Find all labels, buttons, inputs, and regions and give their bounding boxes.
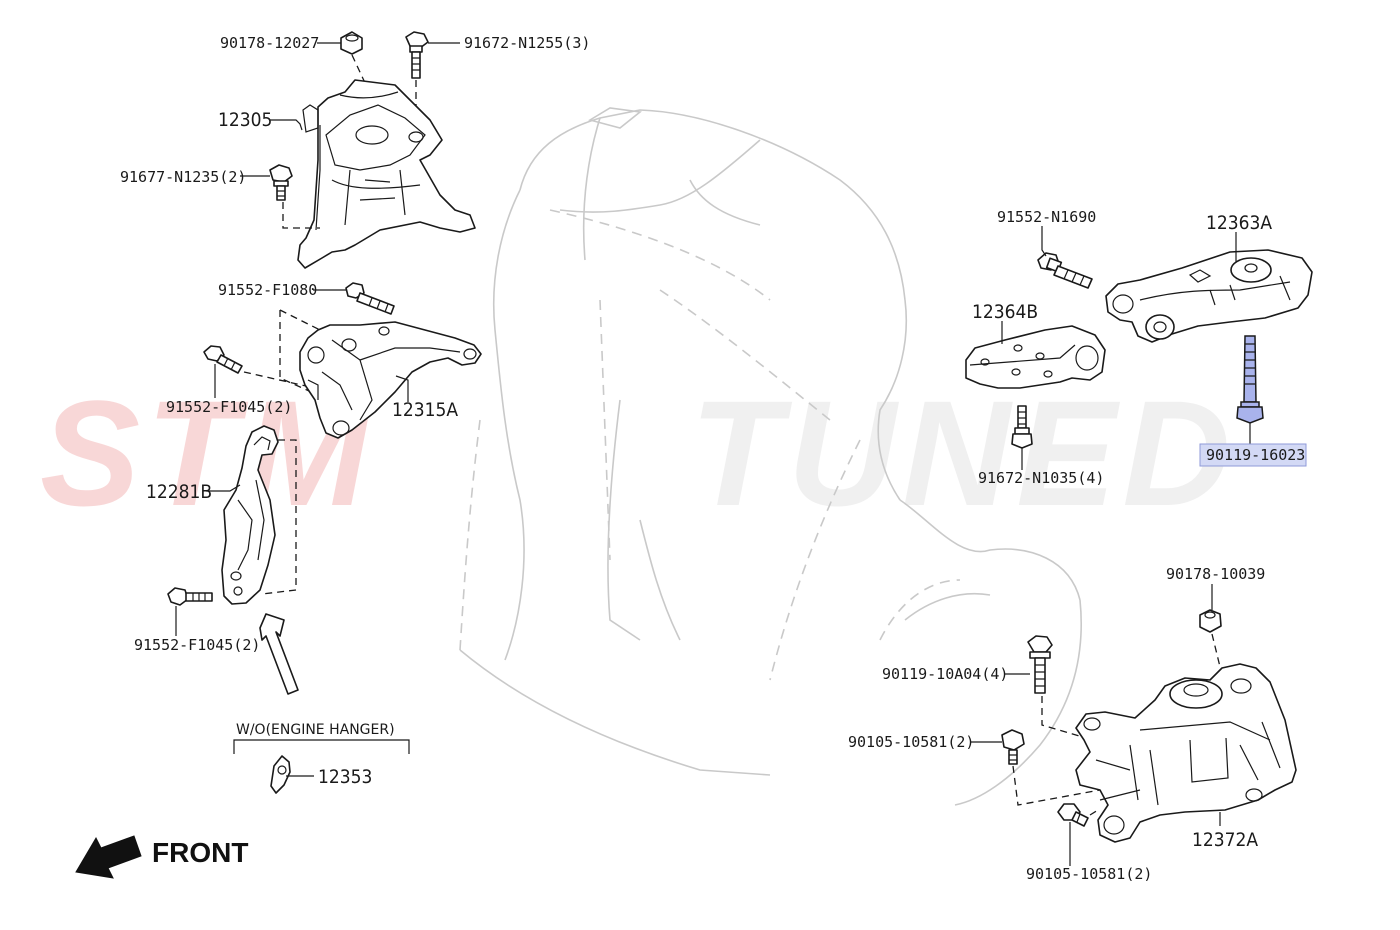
label-91672-N1255: 91672-N1255(3) [464, 34, 590, 52]
bolt-91672-N1255[interactable] [405, 31, 429, 79]
watermark: STM TUNED [40, 369, 1237, 537]
nut-90178-10039[interactable] [1199, 609, 1222, 633]
engine-ghost-outline [459, 107, 1083, 806]
label-90178-12027: 90178-12027 [220, 34, 319, 52]
bolt-91552-F1080[interactable] [345, 282, 395, 315]
mount-arm-12363A[interactable] [1105, 249, 1313, 343]
bolt-91552-F1045-upper[interactable] [203, 345, 243, 374]
part-12353[interactable] [270, 755, 291, 794]
mount-12372A[interactable] [1075, 663, 1297, 843]
label-91552-N1690: 91552-N1690 [997, 208, 1096, 226]
front-arrow-icon [75, 835, 142, 879]
bolt-91552-F1045-lower[interactable] [167, 587, 213, 606]
bracket-12315A[interactable] [299, 321, 482, 439]
label-90105-10581-upper: 90105-10581(2) [848, 733, 974, 751]
label-12353: 12353 [318, 766, 372, 788]
label-90105-10581-lower: 90105-10581(2) [1026, 865, 1152, 883]
bolt-90119-16023-highlighted[interactable] [1236, 335, 1264, 424]
label-12305: 12305 [218, 109, 272, 131]
bolt-90105-10581-lower[interactable] [1057, 803, 1089, 827]
label-90119-16023: 90119-16023 [1206, 446, 1305, 464]
label-hanger-note: W/O(ENGINE HANGER) [236, 722, 395, 738]
highlight-box-90119-16023 [1199, 443, 1307, 467]
label-91672-N1035: 91672-N1035(4) [978, 469, 1104, 487]
up-arrow-icon [259, 613, 299, 695]
part-12305-mount[interactable] [297, 31, 476, 269]
label-91552-F1080: 91552-F1080 [218, 281, 317, 299]
label-12315A: 12315A [392, 399, 458, 421]
watermark-text-tuned: TUNED [690, 369, 1237, 537]
label-90119-10A04: 90119-10A04(4) [882, 665, 1008, 683]
bolt-91677-N1235[interactable] [269, 164, 293, 201]
bolt-91552-N1690[interactable] [1037, 252, 1093, 289]
hanger-note-bracket [233, 739, 410, 754]
bracket-12364B[interactable] [965, 325, 1106, 389]
label-12281B: 12281B [146, 481, 212, 503]
label-91552-F1045-upper: 91552-F1045(2) [166, 398, 292, 416]
hanger-12281B[interactable] [221, 425, 279, 605]
bolt-91672-N1035[interactable] [1011, 405, 1033, 449]
leader-lines [175, 42, 1237, 866]
label-91677-N1235: 91677-N1235(2) [120, 168, 246, 186]
label-12364B: 12364B [972, 301, 1038, 323]
nut-90178-12027[interactable] [340, 31, 363, 55]
label-12363A: 12363A [1206, 212, 1272, 234]
label-12372A: 12372A [1192, 829, 1258, 851]
label-front: FRONT [152, 837, 248, 868]
label-90178-10039: 90178-10039 [1166, 565, 1265, 583]
bolt-90119-10A04[interactable] [1027, 635, 1053, 694]
bolt-90105-10581-upper[interactable] [1001, 729, 1025, 765]
part-labels: 90178-12027 91672-N1255(3) 12305 91677-N… [120, 34, 1305, 883]
label-91552-F1045-lower: 91552-F1045(2) [134, 636, 260, 654]
